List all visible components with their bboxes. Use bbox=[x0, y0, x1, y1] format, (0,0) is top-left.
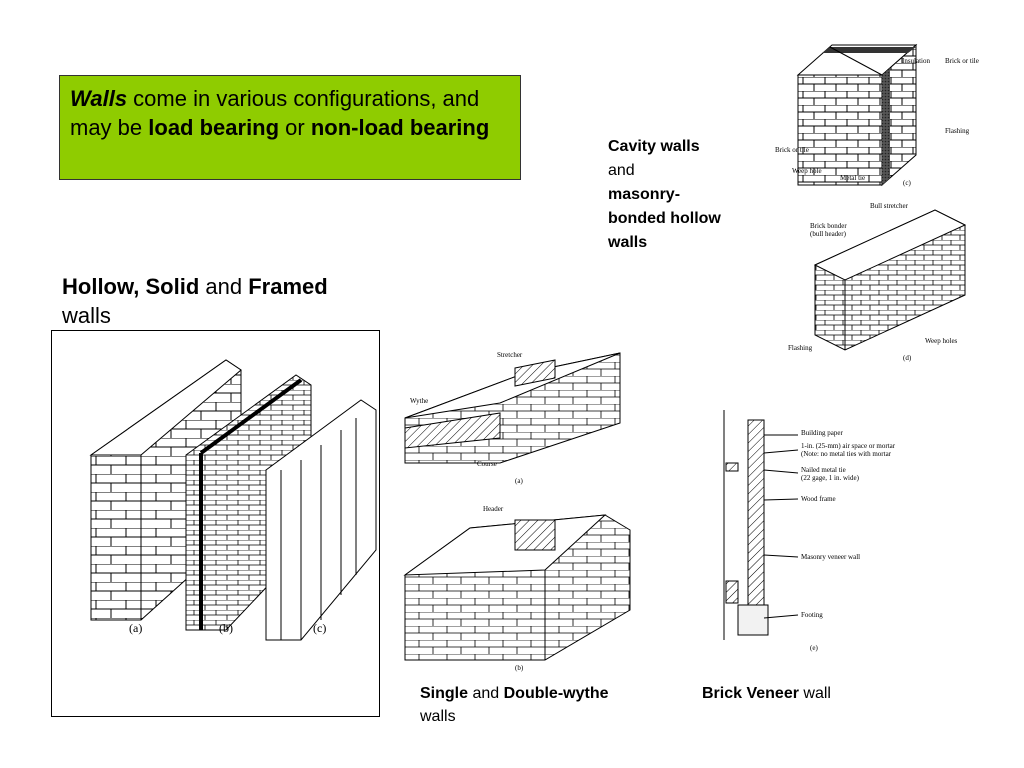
label-flashing-d: Flashing bbox=[788, 344, 813, 352]
callout-text-1: come in various configurations, and may … bbox=[70, 86, 480, 140]
label-gage: (22 gage, 1 in. wide) bbox=[801, 474, 860, 482]
label-metal-tie: Metal tie bbox=[840, 174, 865, 182]
label-insulation: Insulation bbox=[902, 57, 930, 65]
label-wall-c: (c) bbox=[313, 621, 326, 635]
label-air-space-note: (Note: no metal ties with mortar bbox=[801, 450, 892, 458]
label-nailed-tie: Nailed metal tie bbox=[801, 466, 846, 474]
label-fig-e: (e) bbox=[810, 644, 818, 652]
cavity-walls-caption: Cavity walls and masonry-bonded hollow w… bbox=[608, 135, 733, 255]
label-course: Course bbox=[477, 460, 497, 468]
hollow-wall-figure: Bull stretcher Brick bonder (bull header… bbox=[788, 202, 980, 362]
walls-figure: (a) (b) (c) bbox=[51, 330, 381, 718]
label-wood-frame: Wood frame bbox=[801, 495, 836, 503]
label-brick-bonder: Brick bonder bbox=[810, 222, 847, 230]
hollow-solid-framed-caption: Hollow, Solid and Framed walls bbox=[62, 272, 392, 330]
brick-veneer-figure: Building paper 1-in. (25-mm) air space o… bbox=[718, 405, 896, 652]
label-fig-c: (c) bbox=[903, 179, 911, 187]
label-fig-wythe-b: (b) bbox=[515, 664, 524, 672]
caption-wythe-walls: walls bbox=[420, 708, 456, 725]
label-wall-a: (a) bbox=[129, 621, 142, 635]
label-flashing-c: Flashing bbox=[945, 127, 970, 135]
label-footing: Footing bbox=[801, 611, 823, 619]
label-brick-or-tile-top: Brick or tile bbox=[945, 57, 979, 65]
label-brick-or-tile-left: Brick or tile bbox=[775, 146, 809, 154]
caption-brick-veneer: Brick Veneer bbox=[702, 685, 799, 702]
wythe-caption: Single and Double-wythe walls bbox=[420, 682, 620, 728]
label-stretcher: Stretcher bbox=[497, 351, 523, 359]
callout-load-bearing: load bearing bbox=[148, 115, 280, 140]
caption-cavity-walls: Cavity walls bbox=[608, 138, 700, 155]
caption-walls: walls bbox=[62, 303, 111, 328]
caption-masonry-bonded: masonry-bonded hollow walls bbox=[608, 186, 721, 251]
label-masonry-veneer: Masonry veneer wall bbox=[801, 553, 860, 561]
label-weep-holes: Weep holes bbox=[925, 337, 958, 345]
callout-walls: Walls bbox=[70, 86, 128, 111]
label-bull-header: (bull header) bbox=[810, 230, 847, 238]
label-header: Header bbox=[483, 505, 504, 513]
double-wythe-figure: Header (b) bbox=[405, 505, 635, 672]
cavity-wall-figure: Insulation Brick or tile Flashing Brick … bbox=[775, 35, 979, 187]
intro-callout: Walls come in various configurations, an… bbox=[59, 75, 521, 180]
brick-veneer-caption: Brick Veneer wall bbox=[702, 682, 902, 705]
label-wythe: Wythe bbox=[410, 397, 428, 405]
caption-and-3: and bbox=[468, 685, 504, 702]
label-fig-wythe-a: (a) bbox=[515, 477, 523, 485]
caption-and: and bbox=[608, 162, 635, 179]
label-weep-hole: Weep hole bbox=[792, 167, 822, 175]
caption-framed: Framed bbox=[248, 274, 328, 299]
callout-text-2: or bbox=[279, 115, 311, 140]
label-bull-stretcher: Bull stretcher bbox=[870, 202, 909, 210]
single-wythe-figure: Stretcher Wythe Course (a) bbox=[405, 351, 625, 485]
label-wall-b: (b) bbox=[219, 621, 233, 635]
caption-hollow-solid: Hollow, Solid bbox=[62, 274, 200, 299]
label-fig-d: (d) bbox=[903, 354, 912, 362]
caption-wall: wall bbox=[798, 685, 831, 702]
caption-and-2: and bbox=[199, 274, 249, 299]
label-air-space: 1-in. (25-mm) air space or mortar bbox=[801, 442, 896, 450]
caption-double-wythe: Double-wythe bbox=[503, 685, 609, 702]
callout-non-load-bearing: non-load bearing bbox=[310, 115, 490, 140]
caption-single: Single bbox=[420, 685, 469, 702]
label-building-paper: Building paper bbox=[801, 429, 843, 437]
